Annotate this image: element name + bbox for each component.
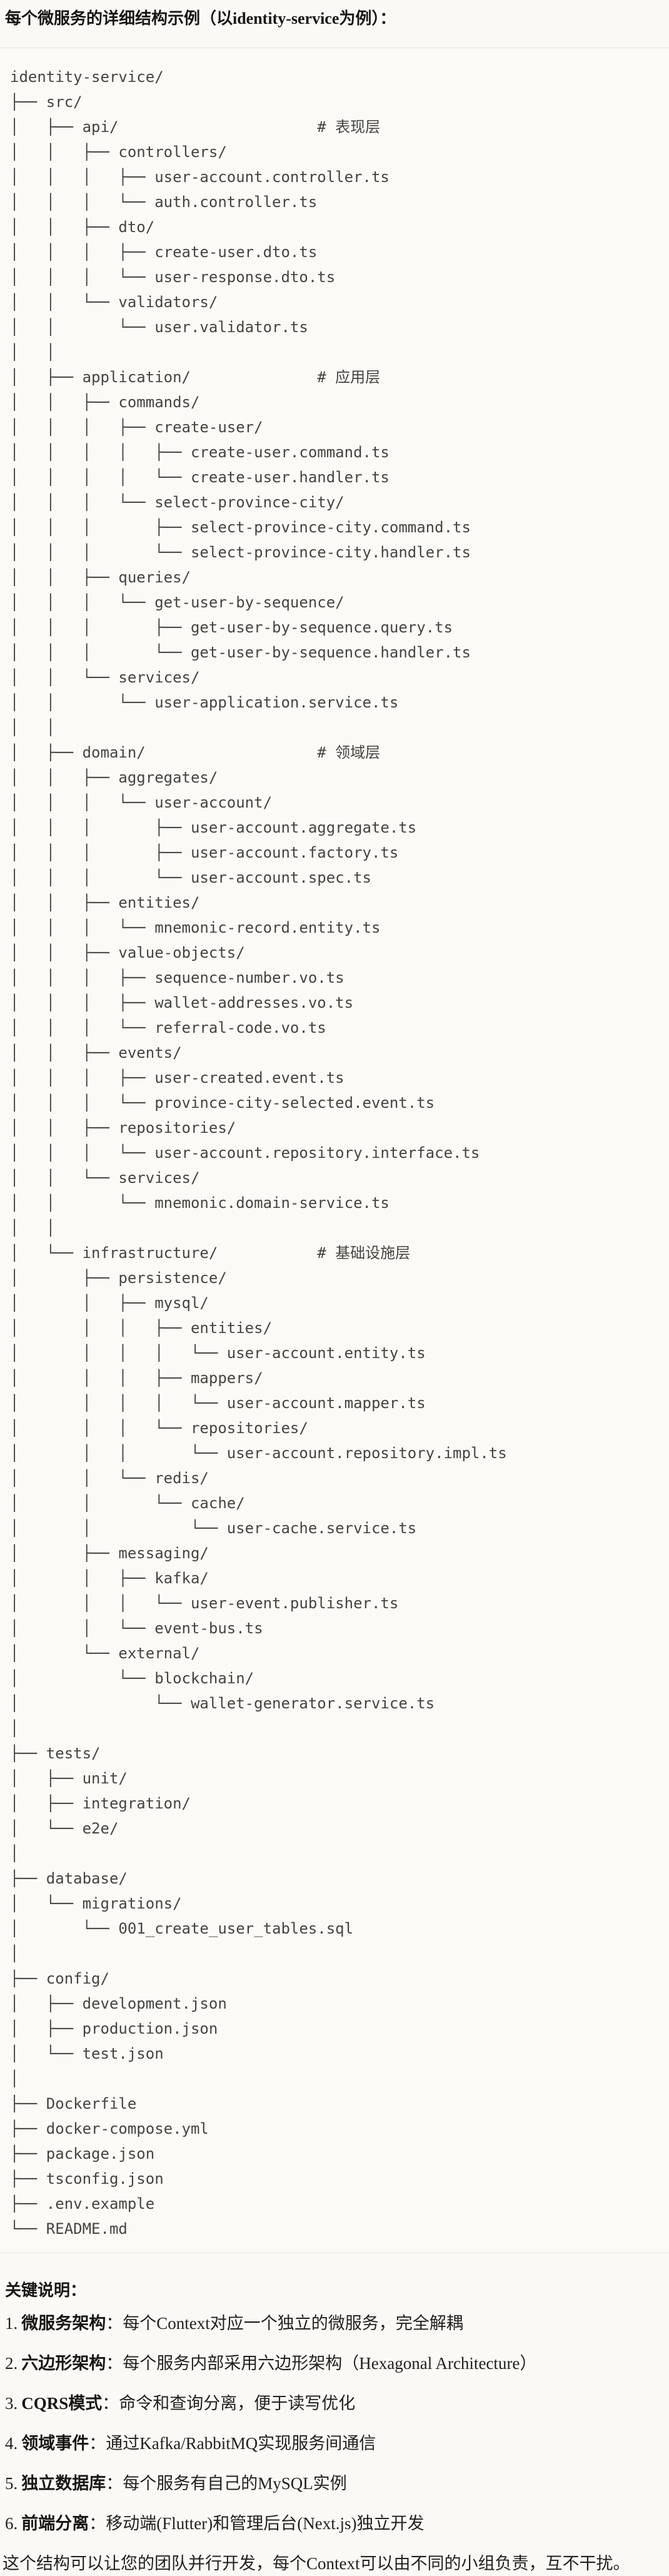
note-number: 4.	[5, 2434, 18, 2453]
note-colon: ：	[106, 2314, 123, 2333]
note-item-1: 1.微服务架构：每个Context对应一个独立的微服务，完全解耦	[5, 2311, 664, 2336]
code-block: identity-service/ ├── src/ │ ├── api/ # …	[0, 48, 669, 2253]
note-text: 每个服务内部采用六边形架构（Hexagonal Architecture）	[123, 2354, 537, 2373]
note-number: 1.	[5, 2314, 18, 2333]
note-colon: ：	[89, 2514, 106, 2533]
note-number: 6.	[5, 2514, 18, 2533]
note-colon: ：	[106, 2474, 123, 2493]
note-item-6: 6.前端分离：移动端(Flutter)和管理后台(Next.js)独立开发	[5, 2511, 664, 2536]
note-item-4: 4.领域事件：通过Kafka/RabbitMQ实现服务间通信	[5, 2431, 664, 2456]
note-text: 通过Kafka/RabbitMQ实现服务间通信	[106, 2434, 376, 2453]
note-label: 前端分离	[21, 2514, 89, 2533]
note-item-3: 3.CQRS模式：命令和查询分离，便于读写优化	[5, 2391, 664, 2416]
note-colon: ：	[102, 2394, 119, 2413]
note-label: 独立数据库	[21, 2474, 106, 2493]
note-number: 5.	[5, 2474, 18, 2493]
note-label: 微服务架构	[21, 2314, 106, 2333]
page-title: 每个微服务的详细结构示例（以identity-service为例）：	[5, 9, 396, 28]
note-number: 3.	[5, 2394, 18, 2413]
notes-list: 1.微服务架构：每个Context对应一个独立的微服务，完全解耦 2.六边形架构…	[0, 2311, 669, 2536]
note-label: 六边形架构	[21, 2354, 106, 2373]
note-colon: ：	[89, 2434, 106, 2453]
directory-tree: identity-service/ ├── src/ │ ├── api/ # …	[10, 68, 507, 2238]
note-label: CQRS模式	[21, 2394, 103, 2413]
note-label: 领域事件	[21, 2434, 89, 2453]
notes-heading: 关键说明：	[5, 2281, 87, 2300]
note-number: 2.	[5, 2354, 18, 2373]
note-item-5: 5.独立数据库：每个服务有自己的MySQL实例	[5, 2471, 664, 2496]
note-text: 每个服务有自己的MySQL实例	[123, 2474, 347, 2493]
note-text: 命令和查询分离，便于读写优化	[119, 2394, 356, 2413]
closing-paragraph: 这个结构可以让您的团队并行开发，每个Context可以由不同的小组负责，互不干扰…	[3, 2554, 630, 2573]
note-text: 移动端(Flutter)和管理后台(Next.js)独立开发	[106, 2514, 425, 2533]
note-text: 每个Context对应一个独立的微服务，完全解耦	[123, 2314, 463, 2333]
note-item-2: 2.六边形架构：每个服务内部采用六边形架构（Hexagonal Architec…	[5, 2351, 664, 2376]
note-colon: ：	[106, 2354, 123, 2373]
